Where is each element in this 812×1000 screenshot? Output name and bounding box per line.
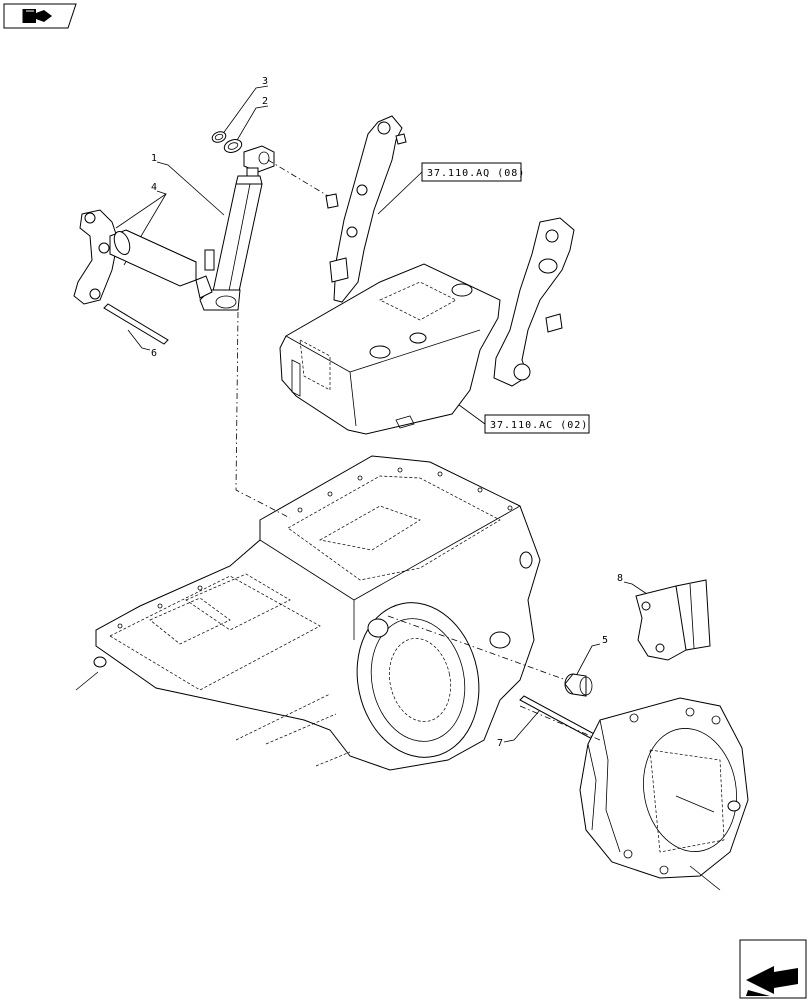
callout-number: 4 [151, 182, 157, 193]
page-arrow-icon[interactable] [739, 939, 807, 999]
callout-8[interactable]: 8 [617, 573, 651, 597]
circlip-part-3 [211, 131, 227, 143]
bushing-part-5 [564, 673, 593, 697]
callout-number: 5 [602, 635, 608, 646]
bracket-part-8 [635, 579, 711, 661]
callout-number: 2 [262, 96, 268, 107]
callout-number: 6 [151, 348, 157, 359]
lift-arm-right [493, 217, 575, 387]
lift-arm-left [325, 115, 407, 303]
assembly-lines [235, 159, 601, 741]
bracket-shaft-part-4 [73, 209, 197, 305]
stud-bolt-part-7 [519, 695, 599, 741]
book-arrow-icon[interactable] [3, 3, 77, 29]
callout-2[interactable]: 2 [235, 96, 269, 143]
washer-part-2 [223, 139, 243, 153]
callout-number: 7 [497, 738, 503, 749]
callout-1[interactable]: 1 [151, 153, 225, 216]
reference-label: 37.110.AC (02) [490, 420, 588, 431]
callout-3[interactable]: 3 [221, 76, 269, 136]
pin-part-6 [103, 303, 169, 345]
hydraulic-cylinder-part-1 [195, 145, 275, 311]
reference-box-1[interactable]: 37.110.AQ (08) [377, 162, 525, 215]
callout-number: 8 [617, 573, 623, 584]
reference-box-2[interactable]: 37.110.AC (02) [454, 401, 590, 434]
reference-label: 37.110.AQ (08) [427, 168, 525, 179]
final-drive-housing [579, 697, 749, 891]
lift-housing [279, 263, 501, 435]
callout-7[interactable]: 7 [497, 709, 541, 749]
callout-6[interactable]: 6 [127, 329, 157, 359]
callout-number: 1 [151, 153, 157, 164]
transmission-housing [75, 455, 541, 771]
callout-number: 3 [262, 76, 268, 87]
callout-5[interactable]: 5 [575, 635, 608, 677]
